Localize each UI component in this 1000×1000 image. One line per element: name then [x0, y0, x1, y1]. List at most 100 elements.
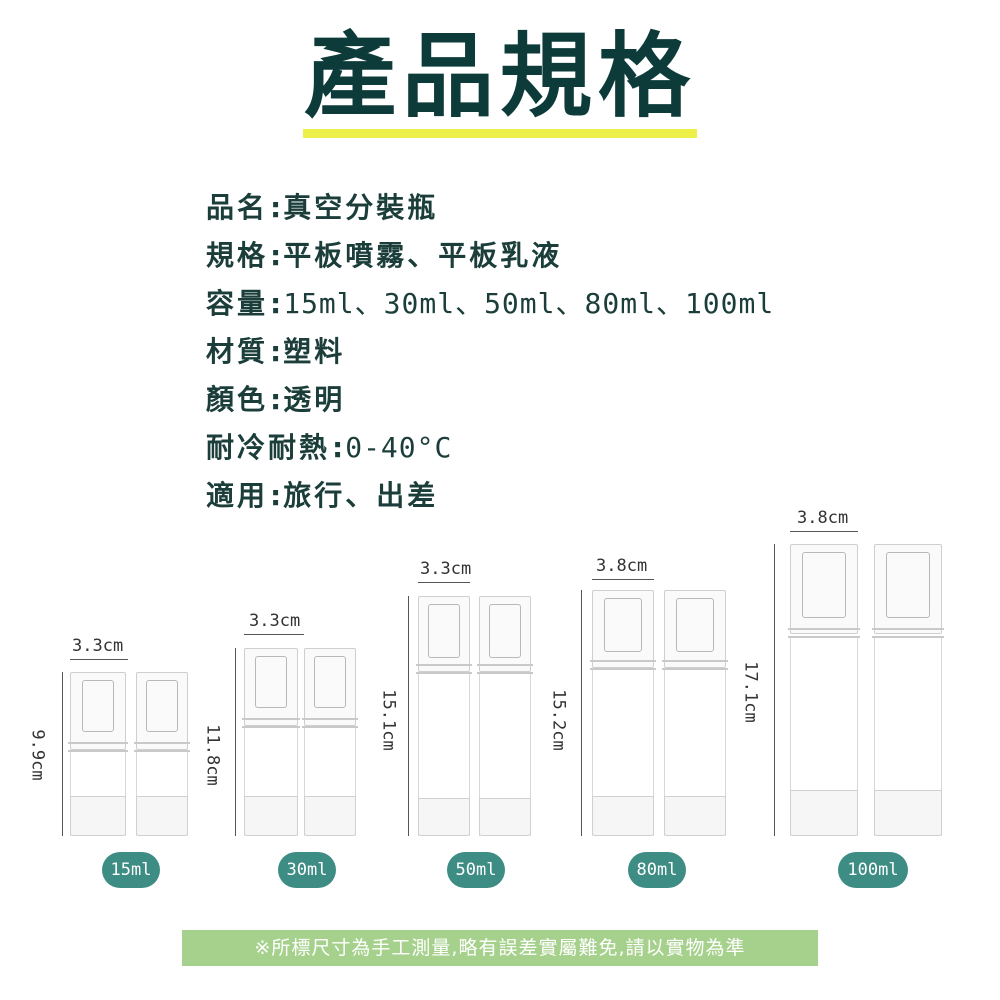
- bottle-collar: [872, 628, 944, 638]
- height-line: [408, 596, 409, 836]
- bottle-base: [664, 796, 726, 836]
- bottle-base: [874, 790, 942, 836]
- spec-row-color: 顏色:透明: [206, 380, 774, 428]
- pump-head: [802, 552, 846, 618]
- height-line: [581, 590, 582, 836]
- title-underline: [303, 129, 697, 138]
- spec-colon: :: [332, 431, 344, 464]
- bottle-collar: [416, 664, 472, 674]
- width-label: 3.3cm: [249, 611, 301, 631]
- spec-value: 旅行、出差: [283, 479, 439, 512]
- height-label: 11.8cm: [202, 724, 223, 786]
- spec-value: 透明: [283, 383, 346, 416]
- bottle-body: [70, 752, 126, 836]
- spec-colon: :: [270, 239, 282, 272]
- height-label: 9.9cm: [27, 729, 48, 781]
- spec-colon: :: [270, 335, 282, 368]
- bottle-collar: [302, 718, 358, 728]
- height-line: [235, 648, 236, 836]
- spec-label: 顏色: [206, 383, 269, 416]
- spec-colon: :: [270, 479, 282, 512]
- bottle-base: [244, 796, 298, 836]
- bottle-body: [790, 638, 858, 836]
- pump-head: [82, 680, 114, 732]
- bottle-lotion: [302, 648, 358, 836]
- spec-label: 品名: [206, 191, 269, 224]
- spec-value: 0-40°C: [345, 431, 453, 464]
- pump-head: [489, 604, 521, 658]
- width-line: [70, 659, 128, 660]
- spec-label: 適用: [206, 479, 269, 512]
- measurement-note: ※所標尺寸為手工測量,略有誤差實屬難免,請以實物為準: [182, 930, 818, 966]
- bottle-body: [304, 728, 356, 836]
- bottle-base: [592, 796, 654, 836]
- spec-value: 塑料: [283, 335, 346, 368]
- bottle-collar: [788, 628, 860, 638]
- height-label: 15.2cm: [548, 689, 569, 751]
- spec-value: 15ml、30ml、50ml、80ml、100ml: [283, 287, 775, 320]
- bottle-spray: [416, 596, 472, 836]
- bottle-lotion: [134, 672, 190, 836]
- spec-row-material: 材質:塑料: [206, 332, 774, 380]
- bottle-base: [418, 798, 470, 836]
- capacity-badge: 100ml: [838, 852, 908, 888]
- bottle-base: [790, 790, 858, 836]
- capacity-badge: 30ml: [278, 852, 336, 888]
- width-line: [244, 634, 304, 635]
- width-line: [790, 531, 858, 532]
- spec-label: 耐冷耐熱: [206, 431, 331, 464]
- spec-row-name: 品名:真空分裝瓶: [206, 188, 774, 236]
- bottle-body: [664, 670, 726, 836]
- width-label: 3.8cm: [797, 508, 849, 528]
- width-label: 3.3cm: [420, 559, 472, 579]
- bottle-collar: [477, 664, 533, 674]
- bottle-collar: [242, 718, 300, 728]
- spec-colon: :: [270, 191, 282, 224]
- spec-colon: :: [270, 383, 282, 416]
- bottle-body: [244, 728, 298, 836]
- bottle-body: [592, 670, 654, 836]
- spec-label: 規格: [206, 239, 269, 272]
- bottle-collar: [590, 660, 656, 670]
- height-line: [62, 672, 63, 836]
- width-label: 3.8cm: [596, 556, 648, 576]
- bottle-body: [418, 674, 470, 836]
- pump-head: [886, 552, 930, 618]
- capacity-badge: 80ml: [628, 852, 686, 888]
- pump-head: [146, 680, 178, 732]
- width-line: [592, 579, 654, 580]
- spec-row-type: 規格:平板噴霧、平板乳液: [206, 236, 774, 284]
- spec-value: 平板噴霧、平板乳液: [283, 239, 563, 272]
- bottle-collar: [134, 742, 190, 752]
- height-label: 17.1cm: [740, 661, 761, 723]
- bottle-collar: [662, 660, 728, 670]
- bottle-base: [479, 798, 531, 836]
- page-title: 產品規格: [303, 23, 696, 130]
- spec-label: 材質: [206, 335, 269, 368]
- bottle-lotion: [872, 544, 944, 836]
- width-label: 3.3cm: [72, 636, 124, 656]
- spec-value: 真空分裝瓶: [283, 191, 439, 224]
- bottle-lotion: [477, 596, 533, 836]
- bottle-base: [136, 796, 188, 836]
- pump-head: [676, 598, 714, 652]
- width-line: [418, 582, 470, 583]
- height-line: [774, 544, 775, 836]
- bottle-spray: [788, 544, 860, 836]
- spec-colon: :: [270, 287, 282, 320]
- bottle-spray: [590, 590, 656, 836]
- pump-head: [428, 604, 460, 658]
- capacity-badge: 15ml: [102, 852, 160, 888]
- spec-row-temperature: 耐冷耐熱:0-40°C: [206, 428, 774, 476]
- bottle-collar: [68, 742, 128, 752]
- pump-head: [255, 656, 287, 708]
- spec-list: 品名:真空分裝瓶 規格:平板噴霧、平板乳液 容量:15ml、30ml、50ml、…: [206, 188, 774, 524]
- pump-head: [604, 598, 642, 652]
- bottle-body: [136, 752, 188, 836]
- bottle-lotion: [662, 590, 728, 836]
- bottle-spray: [68, 672, 128, 836]
- spec-row-capacity: 容量:15ml、30ml、50ml、80ml、100ml: [206, 284, 774, 332]
- bottle-body: [874, 638, 942, 836]
- spec-label: 容量: [206, 287, 269, 320]
- bottle-spray: [242, 648, 300, 836]
